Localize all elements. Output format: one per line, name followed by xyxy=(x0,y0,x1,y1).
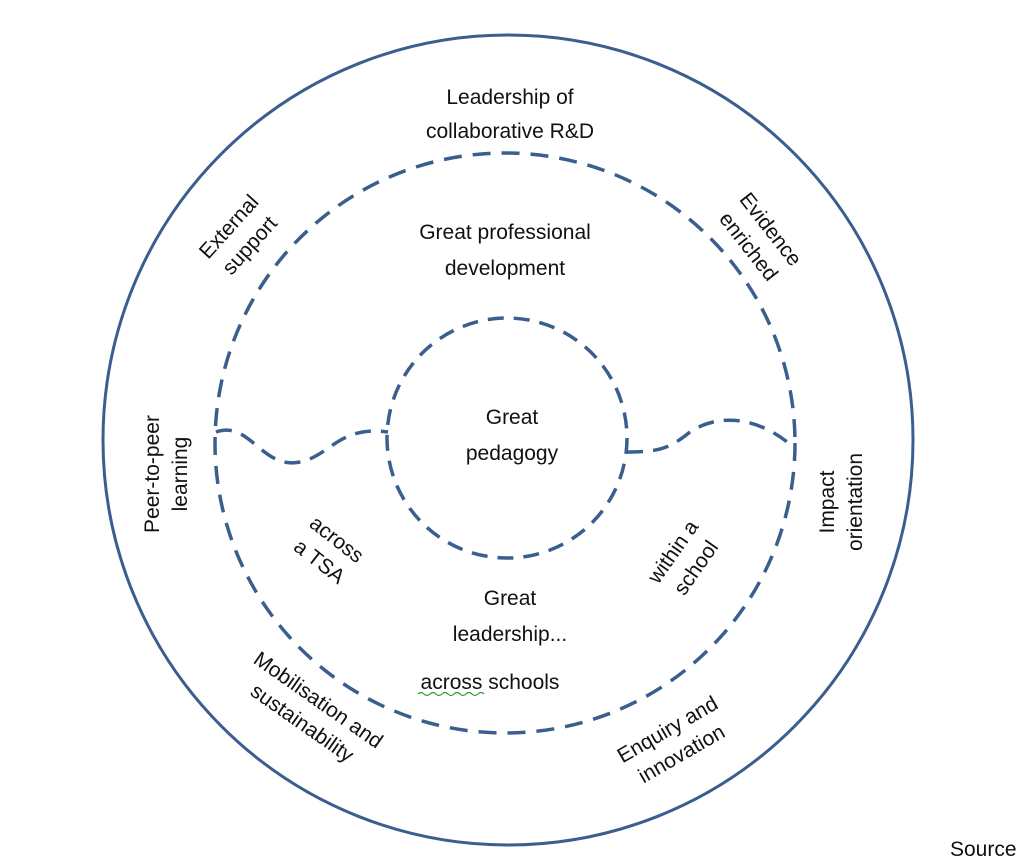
enquiry-label: Enquiry and innovation xyxy=(613,692,728,788)
outer-top-label-line2: collaborative R&D xyxy=(426,120,594,143)
external-support-label: External support xyxy=(195,191,282,280)
impact-orientation-label: Impact orientation xyxy=(816,453,867,551)
wavy-divider-left xyxy=(215,428,389,465)
svg-text:Peer-to-peer: Peer-to-peer xyxy=(141,415,164,533)
svg-text:learning: learning xyxy=(169,437,192,512)
svg-text:orientation: orientation xyxy=(844,453,867,551)
source-label: Source xyxy=(950,838,1017,861)
evidence-enriched-label: Evidence enriched xyxy=(714,188,806,285)
svg-text:Impact: Impact xyxy=(816,470,839,533)
professional-development-line2: development xyxy=(445,257,565,280)
peer-to-peer-label: Peer-to-peer learning xyxy=(141,415,192,533)
within-school-label: within a school xyxy=(643,516,723,600)
across-schools-label: across schools xyxy=(421,671,560,694)
outer-ring xyxy=(101,33,915,847)
inner-dashed-ring xyxy=(385,316,629,560)
wavy-divider-right xyxy=(626,418,794,454)
spellcheck-underline xyxy=(417,691,485,697)
pedagogy-line1: Great xyxy=(486,406,539,429)
outer-top-label-line1: Leadership of xyxy=(446,86,573,109)
leadership-line2: leadership... xyxy=(453,623,567,646)
middle-dashed-ring xyxy=(213,151,797,735)
professional-development-line1: Great professional xyxy=(419,221,591,244)
leadership-line1: Great xyxy=(484,587,537,610)
pedagogy-line2: pedagogy xyxy=(466,442,559,465)
across-tsa-label: across a TSA xyxy=(289,512,368,589)
